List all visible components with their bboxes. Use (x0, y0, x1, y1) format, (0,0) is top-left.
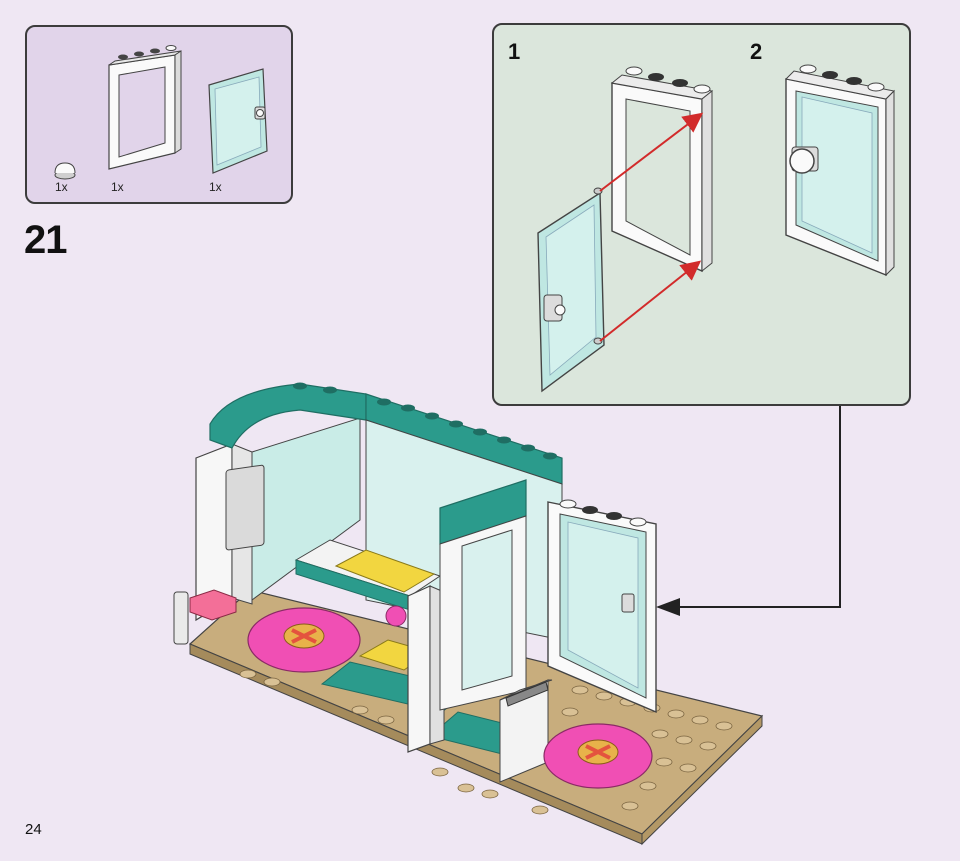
flower-pot (385, 605, 407, 627)
gray-cabinet (499, 679, 553, 783)
pink-round-plate-left (247, 607, 361, 673)
tan-base-plate (188, 589, 764, 846)
pink-round-plate-right (543, 723, 653, 789)
substep-illustration (537, 64, 896, 393)
substep-label-1: 1 (508, 39, 521, 64)
substep2-assembled-door (784, 64, 896, 277)
substep1-door-panel (537, 187, 605, 393)
installed-door (547, 499, 657, 714)
callout-connector-line (676, 406, 841, 608)
insert-arrow-top (599, 112, 704, 192)
teal-floor-strip-2 (428, 711, 532, 755)
qty-door-panel: 1x (209, 180, 222, 194)
left-wall (195, 417, 361, 622)
page-number: 24 (25, 821, 42, 838)
back-glass-wall (365, 419, 563, 641)
insert-arrow-bottom (599, 260, 702, 342)
bed (294, 539, 442, 611)
callout-arrowhead (656, 598, 680, 616)
substep-callout: 1 2 (492, 23, 911, 406)
door-frame-part (108, 45, 182, 170)
qty-door-frame: 1x (111, 180, 124, 194)
qty-round-tile: 1x (55, 180, 68, 194)
front-pillar (407, 585, 445, 753)
parts-callout: 1x 1x 1x (25, 25, 293, 204)
center-doorway (439, 479, 527, 711)
round-tile-part (54, 162, 76, 180)
door-panel-part (208, 68, 268, 174)
step-number: 21 (24, 218, 67, 262)
parts-illustration (54, 45, 268, 180)
substep1-door-frame (610, 66, 714, 273)
substep-label-2: 2 (750, 39, 763, 64)
teal-floor-strip (320, 661, 472, 713)
yellow-table (358, 639, 432, 671)
bottle (173, 591, 189, 645)
pink-block (189, 589, 237, 621)
